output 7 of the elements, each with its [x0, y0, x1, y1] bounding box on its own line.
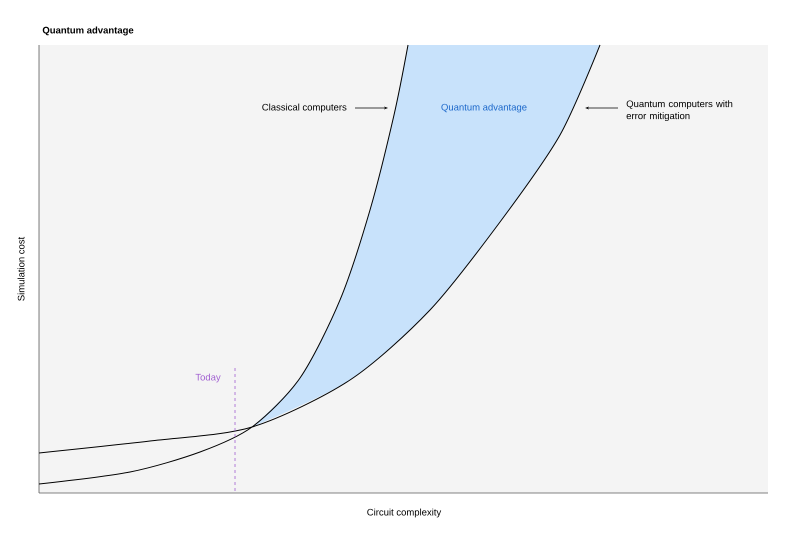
curve-label: Quantum computers with error mitigation — [626, 100, 732, 122]
curve-label: Classical computers — [262, 104, 346, 112]
region-label: Quantum advantage — [441, 104, 527, 112]
axis-label: Simulation cost — [18, 236, 24, 301]
chart-title: Quantum advantage — [42, 26, 134, 36]
axis-label: Circuit complexity — [367, 508, 442, 518]
today-label: Today — [196, 374, 221, 382]
